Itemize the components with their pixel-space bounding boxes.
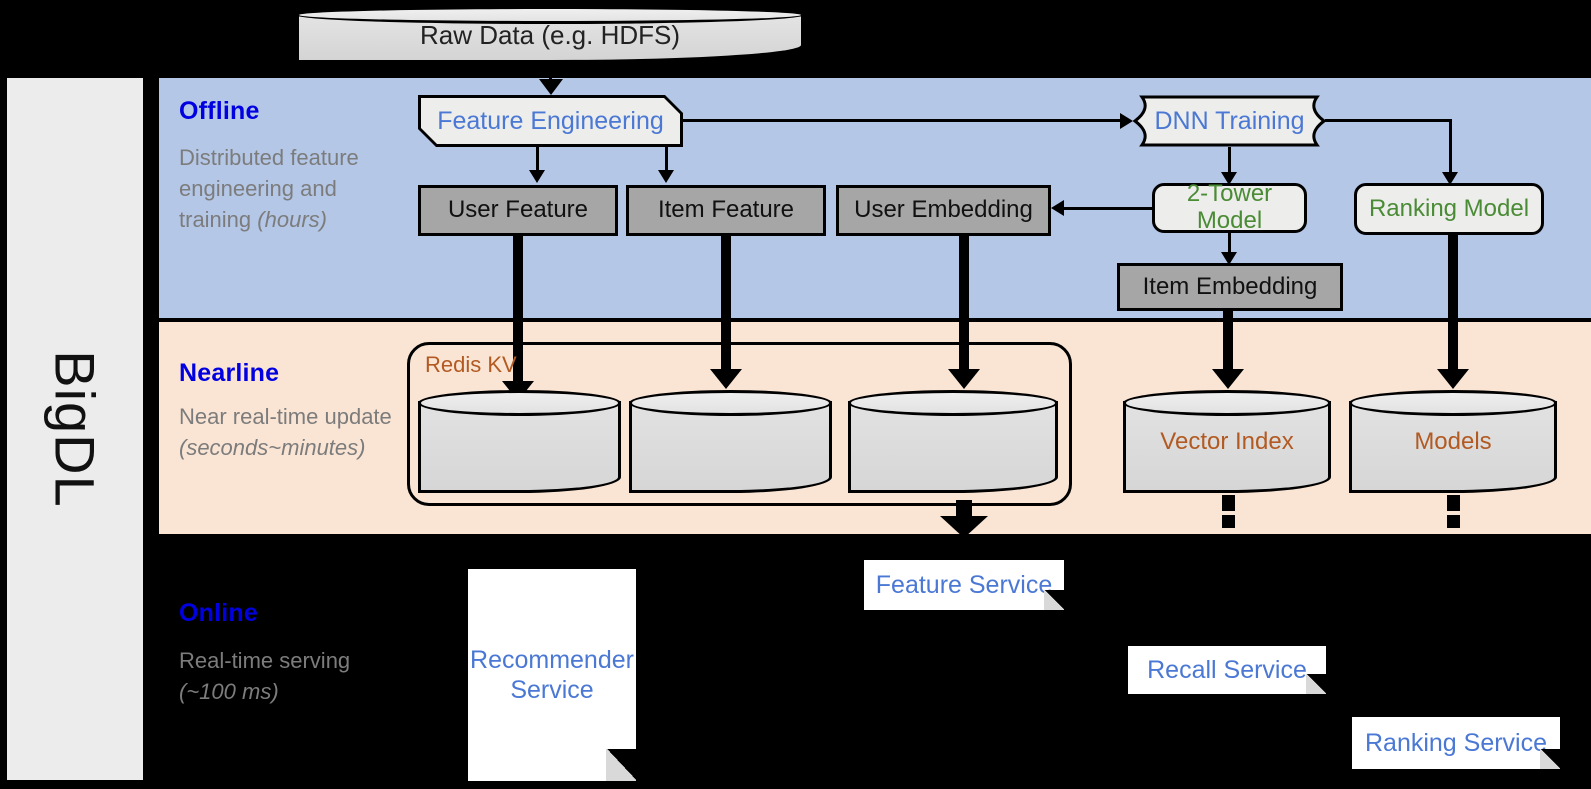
pipe-itememb-vectorindex <box>1223 311 1233 376</box>
redis-kv-label: Redis KV <box>425 352 517 377</box>
redis-cylinder-item-feature <box>629 390 832 493</box>
recommender-service-card[interactable]: Recommender Service <box>468 569 636 781</box>
recall-service-label: Recall Service <box>1147 656 1307 684</box>
user-embedding-node[interactable]: User Embedding <box>836 185 1051 236</box>
connector-redis-featureservice <box>956 500 972 516</box>
redis-cylinder-user-embedding <box>848 390 1058 493</box>
dnn-training-node[interactable]: DNN Training <box>1133 95 1326 147</box>
arrowhead-dnn-ranking <box>1442 172 1458 185</box>
edge-dnn-ranking-v <box>1449 119 1452 175</box>
offline-title: Offline <box>179 97 260 125</box>
vector-index-store[interactable]: Vector Index <box>1123 390 1331 493</box>
connector-models-b <box>1447 515 1460 528</box>
cyl-top <box>848 390 1058 416</box>
connector-models-a <box>1447 495 1460 511</box>
cyl-top <box>418 390 621 416</box>
edge-dnn-ranking-h <box>1325 119 1452 122</box>
pipe-userfeature-redis <box>513 236 523 388</box>
feature-engineering-node[interactable]: Feature Engineering <box>418 95 683 147</box>
user-feature-label: User Feature <box>447 196 589 224</box>
ranking-service-card[interactable]: Ranking Service <box>1352 717 1560 769</box>
arrowhead-rankingmodel-models <box>1437 369 1469 389</box>
cyl-body <box>1123 401 1331 493</box>
item-embedding-node[interactable]: Item Embedding <box>1117 263 1343 311</box>
feature-service-label: Feature Service <box>875 571 1053 599</box>
arrowhead-rawdata-fe <box>539 79 563 95</box>
raw-data-store: Raw Data (e.g. HDFS) <box>296 6 804 64</box>
redis-kv-container <box>407 342 1072 506</box>
connector-vectorindex-a <box>1222 495 1235 511</box>
cyl-body <box>848 401 1058 493</box>
edge-twotower-itememb <box>1228 233 1231 255</box>
bigdl-sidebar: BigDL <box>7 78 143 780</box>
arrowhead-fe-dnn <box>1120 113 1133 129</box>
pipe-itemfeature-redis <box>721 236 731 376</box>
vector-index-label: Vector Index <box>1160 427 1294 455</box>
nearline-title: Nearline <box>179 359 280 387</box>
arrowhead-itemfeature-redis <box>710 369 742 389</box>
bigdl-label: BigDL <box>43 350 107 508</box>
edge-fe-userfeature <box>536 147 539 173</box>
models-label: Models <box>1414 427 1492 455</box>
connector-vectorindex-b <box>1222 515 1235 528</box>
cyl-body <box>629 401 832 493</box>
edge-twotower-userembedding <box>1064 207 1154 210</box>
recall-service-card[interactable]: Recall Service <box>1128 646 1326 694</box>
cyl-top <box>629 390 832 416</box>
arrowhead-twotower-userembedding <box>1051 200 1064 216</box>
arrowhead-fe-userfeature <box>529 170 545 183</box>
models-store[interactable]: Models <box>1349 390 1557 493</box>
item-feature-node[interactable]: Item Feature <box>626 185 826 236</box>
arrowhead-fe-itemfeature <box>658 170 674 183</box>
arrowhead-dnn-twotower <box>1221 172 1237 185</box>
edge-rawdata-fe <box>549 63 552 83</box>
ranking-model-label: Ranking Model <box>1368 194 1530 222</box>
ranking-model-node[interactable]: Ranking Model <box>1354 183 1544 235</box>
arrowhead-redis-featureservice <box>940 516 988 538</box>
raw-data-top <box>296 6 804 24</box>
cyl-body <box>1349 401 1557 493</box>
pipe-rankingmodel-models <box>1448 235 1458 375</box>
nearline-subtitle: Near real-time update (seconds~minutes) <box>179 404 392 460</box>
edge-dnn-twotower <box>1228 147 1231 175</box>
cyl-body <box>418 401 621 493</box>
arrowhead-itememb-vectorindex <box>1212 369 1244 389</box>
two-tower-model-label: 2-Tower Model <box>1186 180 1273 234</box>
online-title: Online <box>179 599 258 627</box>
item-feature-label: Item Feature <box>657 196 795 224</box>
dnn-training-label: DNN Training <box>1154 106 1305 135</box>
ranking-service-label: Ranking Service <box>1364 729 1548 757</box>
cyl-top <box>1349 390 1557 416</box>
online-subtitle: Real-time serving (~100 ms) <box>179 648 351 704</box>
arrowhead-twotower-itememb <box>1221 252 1237 265</box>
feature-engineering-label: Feature Engineering <box>437 106 664 135</box>
user-feature-node[interactable]: User Feature <box>418 185 618 236</box>
two-tower-model-node[interactable]: 2-Tower Model <box>1152 180 1307 234</box>
item-embedding-label: Item Embedding <box>1142 272 1318 300</box>
raw-data-label: Raw Data (e.g. HDFS) <box>419 19 681 50</box>
edge-fe-dnn <box>683 119 1123 122</box>
feature-service-card[interactable]: Feature Service <box>864 560 1064 610</box>
arrowhead-userembedding-redis <box>948 369 980 389</box>
redis-cylinder-user-feature <box>418 390 621 493</box>
recommender-service-label: Recommender Service <box>470 646 634 704</box>
user-embedding-label: User Embedding <box>854 196 1033 224</box>
edge-fe-itemfeature <box>665 147 668 173</box>
offline-subtitle: Distributed feature engineering and trai… <box>179 145 359 232</box>
cyl-top <box>1123 390 1331 416</box>
pipe-userembedding-redis <box>959 236 969 376</box>
